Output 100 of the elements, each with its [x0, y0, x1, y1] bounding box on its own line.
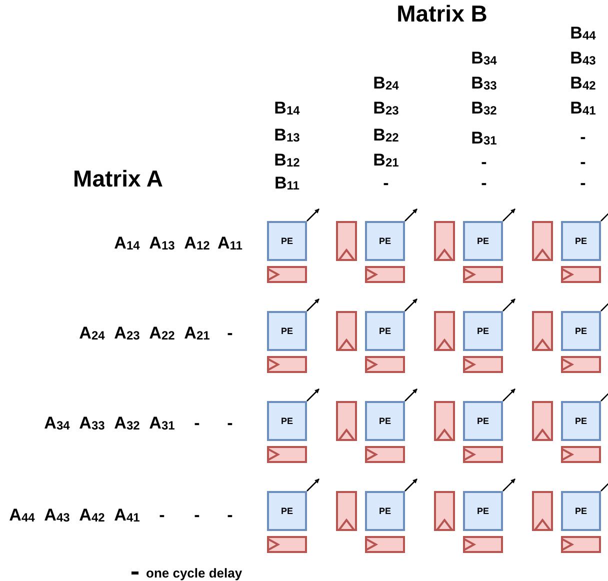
matrix-element: - [194, 414, 200, 432]
matrix-element: B$_{13}$ [274, 126, 300, 144]
matrix-element: - [227, 324, 233, 342]
matrix-element: - [580, 174, 586, 192]
matrix-element: A$_{21}$ [184, 324, 210, 342]
register-block [434, 401, 455, 441]
output-arrow [404, 208, 418, 222]
matrix-element: B$_{23}$ [373, 100, 399, 116]
legend-text: one cycle delay [146, 566, 242, 580]
pe-box: PE [561, 311, 601, 351]
matrix-element: - [227, 414, 233, 432]
register-block [561, 356, 601, 373]
register-block [532, 491, 553, 531]
matrix-element: - [159, 506, 165, 524]
register-block [532, 401, 553, 441]
register-block [561, 536, 601, 553]
matrix-element: A$_{22}$ [149, 324, 175, 342]
matrix-element: B$_{32}$ [471, 100, 497, 116]
matrix-title: Matrix B [396, 2, 488, 26]
register-block [365, 266, 405, 283]
pe-box: PE [267, 401, 307, 441]
output-arrow [404, 388, 418, 402]
matrix-element: - [383, 174, 389, 192]
matrix-element: B$_{21}$ [373, 152, 399, 168]
output-arrow [404, 298, 418, 312]
output-arrow [502, 478, 516, 492]
output-arrow [306, 298, 320, 312]
matrix-element: B$_{12}$ [274, 152, 300, 168]
pe-box: PE [561, 221, 601, 261]
register-block [434, 491, 455, 531]
output-arrow [502, 208, 516, 222]
register-block [434, 311, 455, 351]
register-block [463, 446, 503, 463]
matrix-element: A$_{42}$ [79, 506, 105, 524]
matrix-element: B$_{33}$ [471, 74, 497, 92]
register-block [561, 266, 601, 283]
register-block [365, 356, 405, 373]
matrix-element: A$_{31}$ [149, 414, 175, 432]
pe-box: PE [463, 311, 503, 351]
register-block [336, 221, 357, 261]
matrix-element: A$_{14}$ [114, 234, 140, 252]
register-block [532, 221, 553, 261]
pe-box: PE [267, 221, 307, 261]
matrix-element: - [227, 506, 233, 524]
output-arrow [502, 388, 516, 402]
pe-box: PE [365, 311, 405, 351]
register-block [463, 356, 503, 373]
matrix-element: A$_{11}$ [218, 234, 242, 252]
matrix-element: B$_{11}$ [274, 174, 300, 192]
register-block [336, 311, 357, 351]
register-block [463, 536, 503, 553]
register-block [561, 446, 601, 463]
matrix-element: A$_{24}$ [79, 324, 105, 342]
register-block [434, 221, 455, 261]
register-block [267, 356, 307, 373]
register-block [336, 491, 357, 531]
matrix-element: A$_{23}$ [114, 324, 140, 342]
register-block [267, 266, 307, 283]
matrix-element: - [580, 154, 586, 170]
matrix-element: A$_{41}$ [114, 506, 140, 524]
matrix-element: - [194, 506, 200, 524]
pe-box: PE [463, 491, 503, 531]
register-block [336, 401, 357, 441]
matrix-element: - [481, 174, 487, 192]
matrix-element: A$_{44}$ [9, 506, 35, 524]
matrix-element: B$_{24}$ [373, 74, 399, 92]
output-arrow [306, 208, 320, 222]
matrix-element: B$_{42}$ [570, 74, 596, 92]
matrix-element: A$_{33}$ [79, 414, 105, 432]
pe-box: PE [561, 491, 601, 531]
matrix-element: - [580, 128, 586, 146]
matrix-element: A$_{43}$ [44, 506, 70, 524]
matrix-element: B$_{22}$ [373, 126, 399, 144]
pe-box: PE [561, 401, 601, 441]
output-arrow [502, 298, 516, 312]
pe-box: PE [267, 491, 307, 531]
pe-box: PE [463, 401, 503, 441]
pe-box: PE [365, 491, 405, 531]
matrix-element: B$_{31}$ [471, 130, 497, 146]
matrix-title: Matrix A [73, 168, 163, 190]
matrix-element: - [481, 154, 487, 170]
register-block [365, 446, 405, 463]
matrix-element: A$_{13}$ [149, 234, 175, 252]
pe-box: PE [365, 401, 405, 441]
register-block [267, 446, 307, 463]
register-block [463, 266, 503, 283]
matrix-element: A$_{34}$ [44, 414, 70, 432]
pe-box: PE [365, 221, 405, 261]
pe-box: PE [267, 311, 307, 351]
register-block [365, 536, 405, 553]
output-arrow [306, 478, 320, 492]
matrix-element: B$_{41}$ [570, 100, 596, 116]
matrix-element: A$_{32}$ [114, 414, 140, 432]
matrix-element: B$_{44}$ [570, 24, 596, 42]
output-arrow [404, 478, 418, 492]
output-arrow [306, 388, 320, 402]
pe-box: PE [463, 221, 503, 261]
matrix-element: B$_{14}$ [274, 100, 300, 116]
register-block [532, 311, 553, 351]
matrix-element: A$_{12}$ [184, 234, 210, 252]
